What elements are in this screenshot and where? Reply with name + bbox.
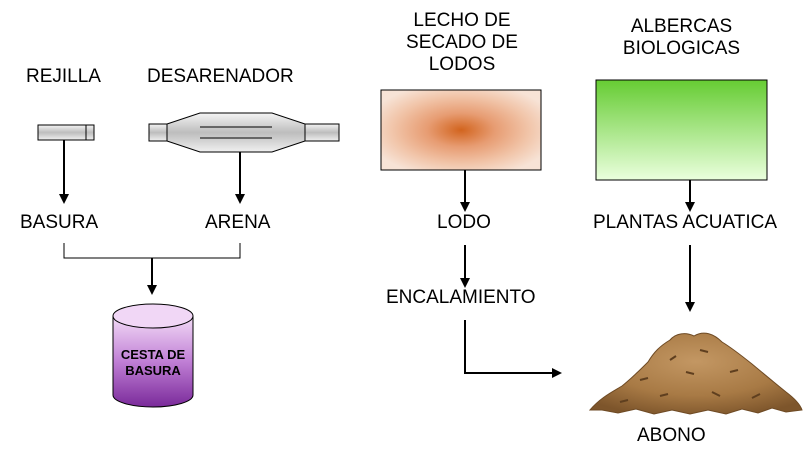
abono-pile-icon <box>588 332 803 415</box>
basura-label: BASURA <box>20 212 99 233</box>
encalamiento-arrow <box>464 320 562 378</box>
desarenador-icon <box>148 112 340 153</box>
albercas-title-line-1: ALBERCAS <box>630 16 733 37</box>
cesta-label: CESTA DE BASURA <box>113 347 193 381</box>
lecho-title-line-1: LECHO DE <box>413 10 511 31</box>
albercas-box <box>595 79 768 181</box>
albercas-title-line-2: BIOLOGICAS <box>622 38 741 59</box>
lecho-secado-box <box>380 89 542 171</box>
plantas-label: PLANTAS ACUATICA <box>593 212 778 233</box>
abono-label: ABONO <box>637 425 706 446</box>
rejilla-label: REJILLA <box>26 66 101 87</box>
desarenador-label: DESARENADOR <box>147 66 294 87</box>
lecho-title-line-3: LODOS <box>428 54 496 75</box>
join-bracket <box>63 243 241 259</box>
lecho-title-line-2: SECADO DE <box>406 32 518 53</box>
lecho-title: LECHO DE SECADO DE LODOS <box>388 10 536 76</box>
lodo-label: LODO <box>437 212 491 233</box>
arena-label: ARENA <box>205 212 271 233</box>
cesta-cylinder-icon <box>112 303 194 408</box>
rejilla-icon <box>37 124 95 141</box>
albercas-title: ALBERCAS BIOLOGICAS <box>600 16 763 60</box>
encalamiento-label: ENCALAMIENTO <box>386 287 536 308</box>
cesta-label-line-1: CESTA DE <box>120 347 186 362</box>
cesta-label-line-2: BASURA <box>125 363 181 378</box>
